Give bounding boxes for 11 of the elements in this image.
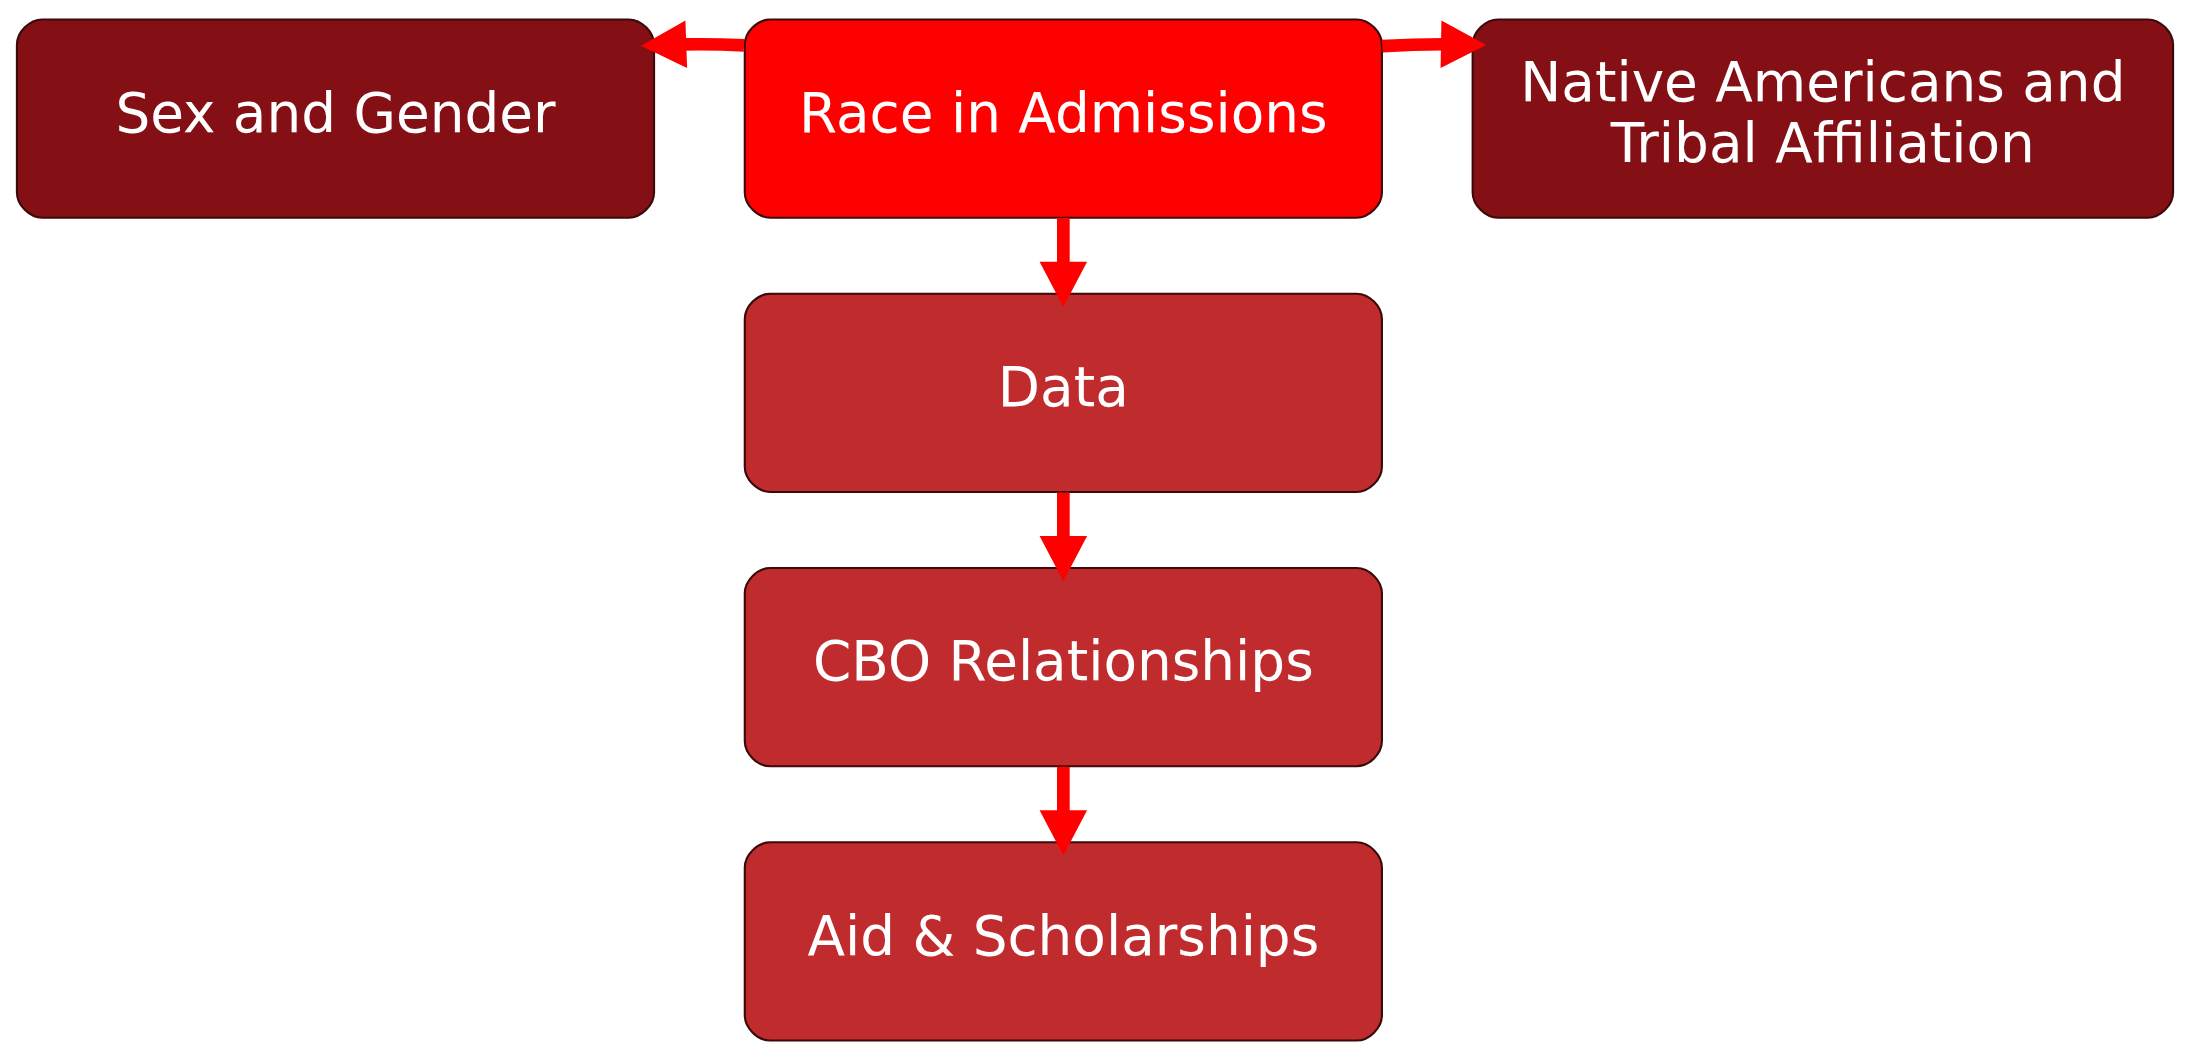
node-box: Data [743, 292, 1383, 494]
arrow [1039, 766, 1088, 856]
arrow [1039, 218, 1088, 308]
node-box: Race in Admissions [743, 18, 1383, 219]
arrow [1381, 20, 1487, 68]
node-box: Native Americans and Tribal Affiliation [1471, 18, 2175, 219]
arrow [1039, 492, 1088, 582]
arrow [641, 20, 745, 68]
node-box: CBO Relationships [743, 566, 1383, 768]
node-box: Aid & Scholarships [743, 841, 1383, 1042]
node-box: Sex and Gender [15, 18, 656, 219]
